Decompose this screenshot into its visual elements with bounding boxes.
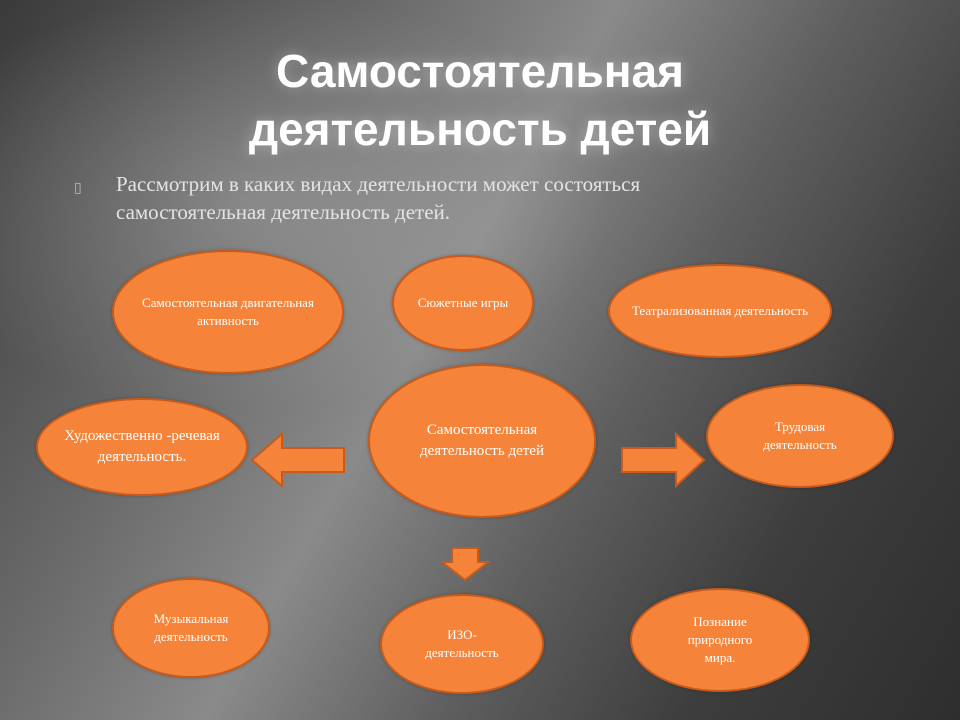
node-art-label: ИЗО- деятельность bbox=[425, 627, 499, 660]
node-theatrical-label: Театрализованная деятельность bbox=[631, 303, 809, 318]
node-artistic-speech-label: Художественно -речевая деятельность. bbox=[64, 428, 220, 465]
title-line-2: деятельность детей bbox=[248, 103, 712, 155]
node-nature-label: Познание природного мира. bbox=[687, 614, 753, 665]
node-center: Самостоятельная деятельность детей bbox=[368, 364, 596, 518]
node-art: ИЗО- деятельность bbox=[380, 594, 544, 694]
node-motor-activity: Самостоятельная двигательная активность bbox=[112, 250, 344, 374]
node-music: Музыкальная деятельность bbox=[112, 578, 270, 678]
intro-line-1: Рассмотрим в каких видах деятельности мо… bbox=[116, 172, 641, 196]
node-story-games-label: Сюжетные игры bbox=[417, 295, 509, 310]
node-music-label: Музыкальная деятельность bbox=[153, 611, 229, 644]
node-story-games: Сюжетные игры bbox=[392, 255, 534, 351]
node-motor-activity-label: Самостоятельная двигательная активность bbox=[142, 295, 314, 328]
node-center-label: Самостоятельная деятельность детей bbox=[420, 422, 544, 459]
node-nature: Познание природного мира. bbox=[630, 588, 810, 692]
node-artistic-speech: Художественно -речевая деятельность. bbox=[36, 398, 248, 496]
node-labor-label: Трудовая деятельность bbox=[763, 419, 837, 452]
arrow-down-icon bbox=[439, 547, 491, 582]
title-line-1: Самостоятельная bbox=[276, 45, 684, 97]
node-theatrical: Театрализованная деятельность bbox=[608, 264, 832, 358]
arrow-left-icon bbox=[250, 431, 345, 489]
intro-line-2: самостоятельная деятельность детей. bbox=[116, 200, 451, 224]
intro-text: Рассмотрим в каких видах деятельности мо… bbox=[116, 170, 836, 226]
bullet-icon: ▯ bbox=[74, 180, 82, 196]
arrow-right-icon bbox=[621, 431, 706, 489]
node-labor: Трудовая деятельность bbox=[706, 384, 894, 488]
slide-title: Самостоятельная деятельность детей bbox=[0, 42, 960, 158]
